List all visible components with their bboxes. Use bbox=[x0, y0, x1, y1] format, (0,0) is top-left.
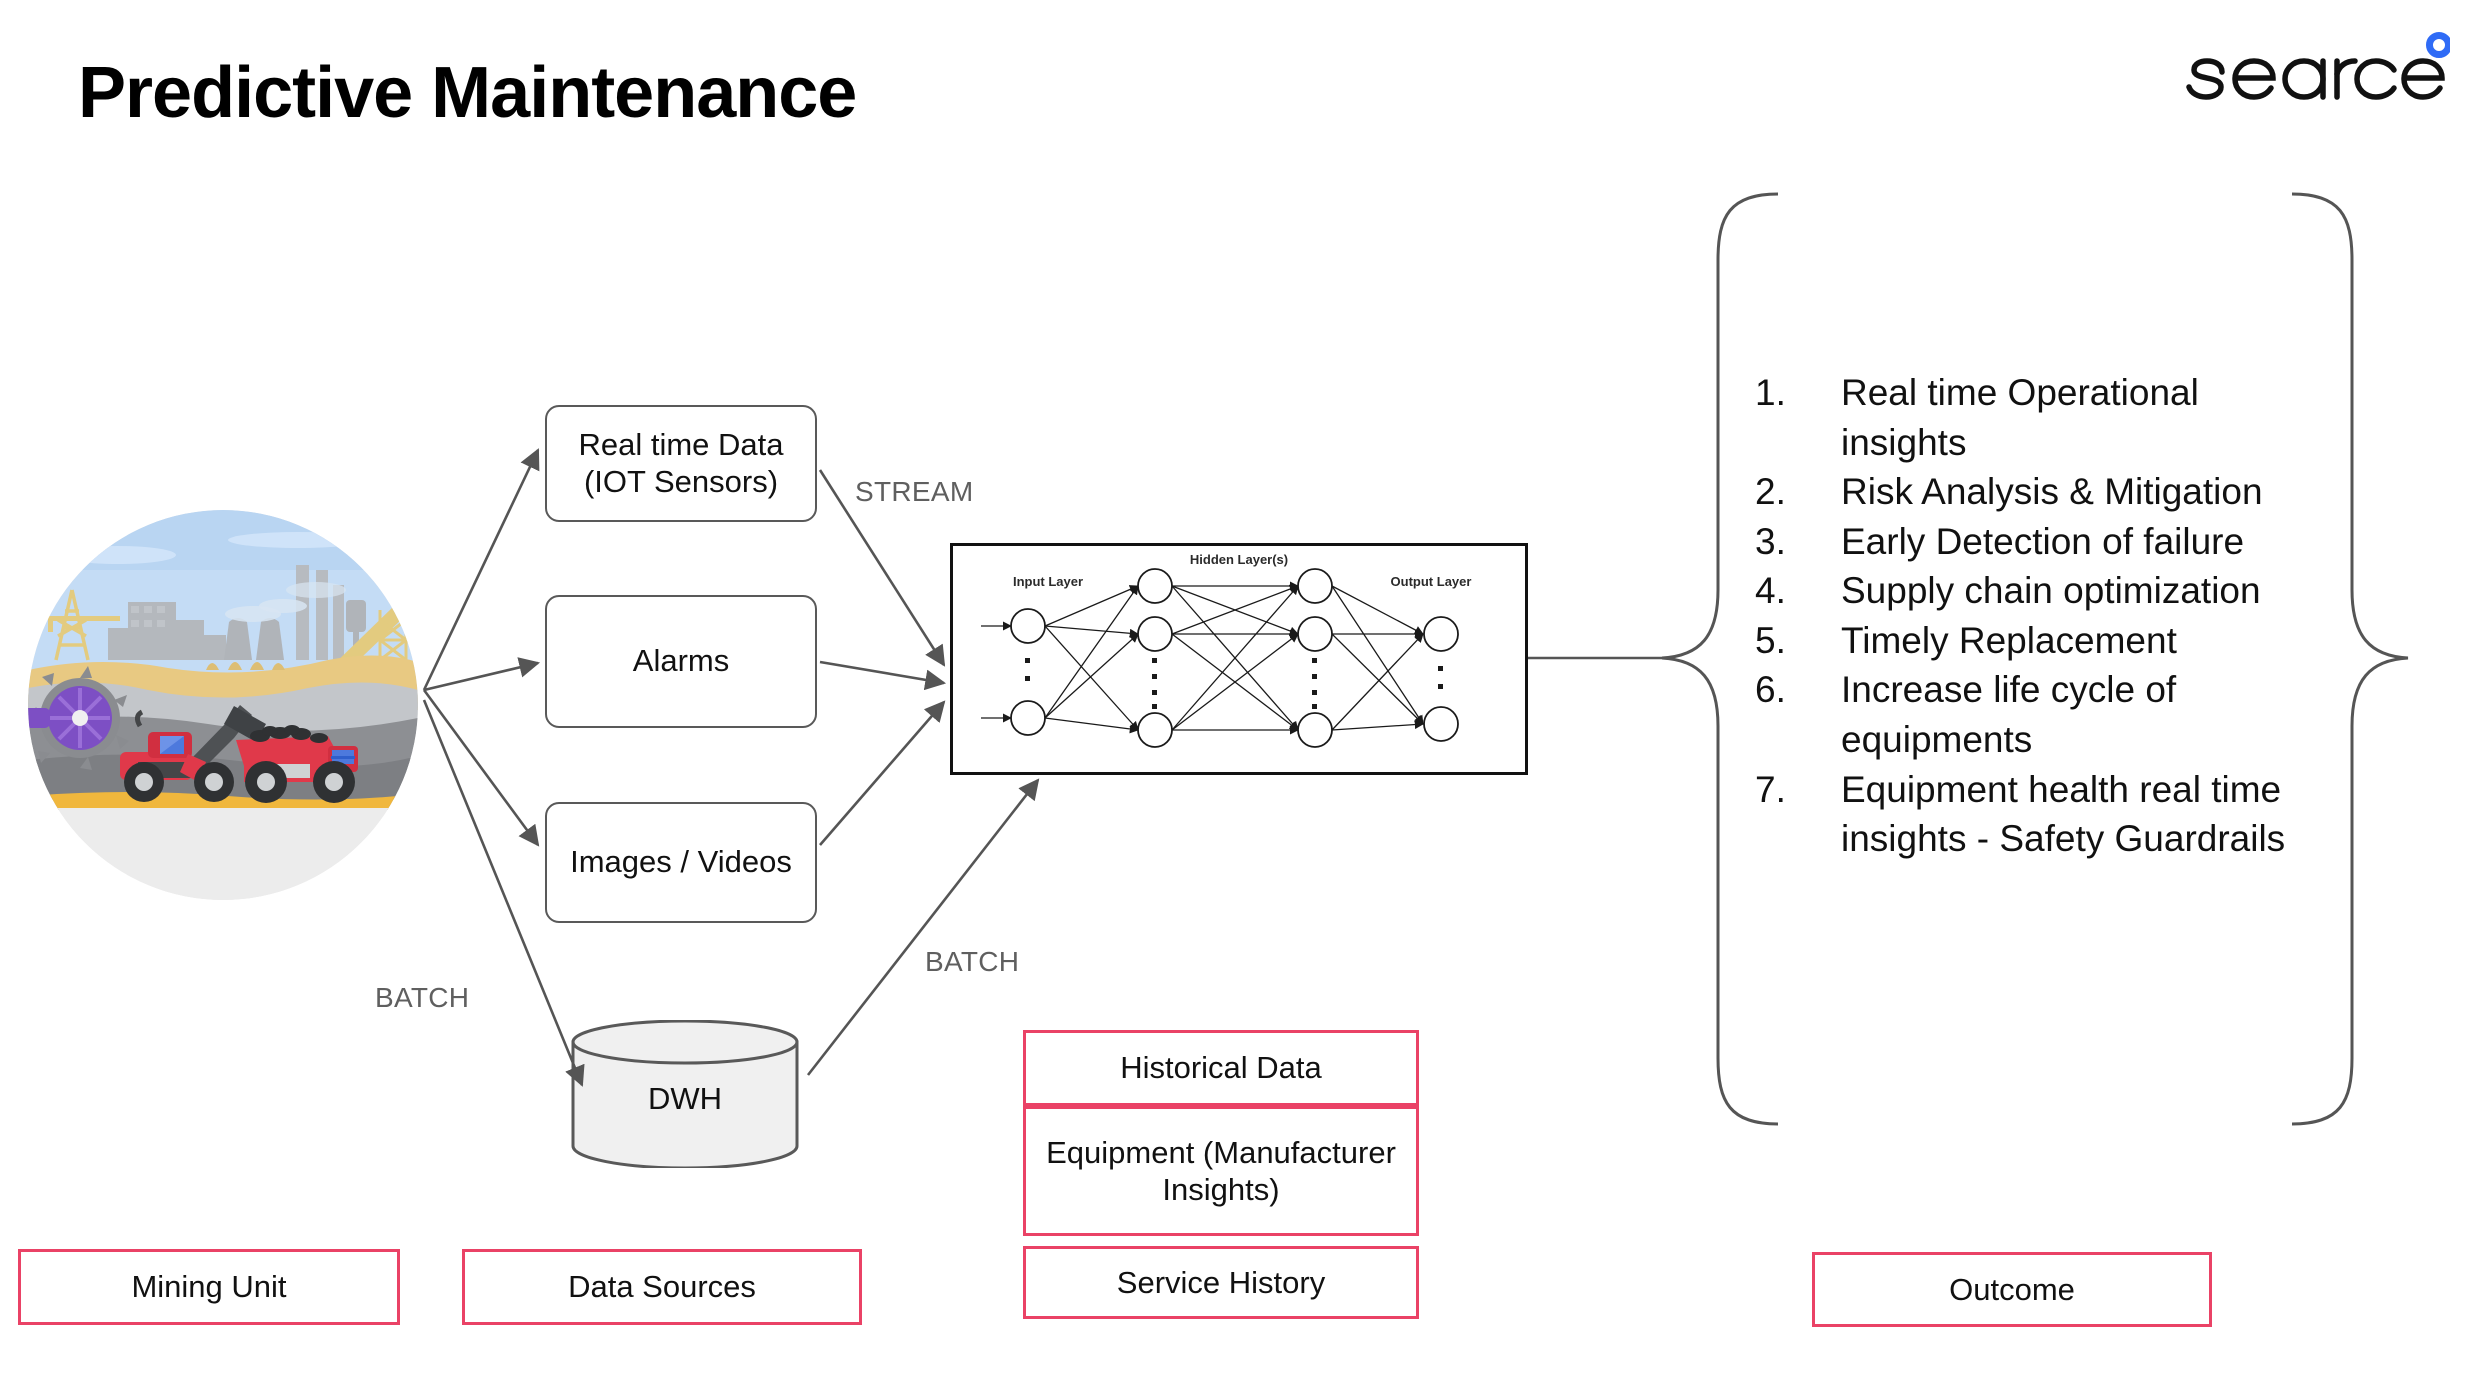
list-item-number: 1. bbox=[1755, 372, 1786, 413]
source-box-images-videos[interactable]: Images / Videos bbox=[545, 802, 817, 923]
source-box-real-time-data[interactable]: Real time Data (IOT Sensors) bbox=[545, 405, 817, 522]
legend-box-data-sources[interactable]: Data Sources bbox=[462, 1249, 862, 1325]
legend-box-mining-unit[interactable]: Mining Unit bbox=[18, 1249, 400, 1325]
list-item-number: 7. bbox=[1755, 768, 1786, 810]
list-item-text: Supply chain optimization bbox=[1841, 570, 2261, 612]
page-title: Predictive Maintenance bbox=[78, 53, 857, 133]
searce-logo bbox=[2180, 30, 2450, 110]
nn-hidden-layer-label: Hidden Layer(s) bbox=[1190, 552, 1288, 567]
neural-network-diagram: Input Layer Hidden Layer(s) Output Layer bbox=[950, 543, 1528, 775]
edge-label-stream: STREAM bbox=[855, 476, 974, 507]
dwh-label: DWH bbox=[647, 1081, 723, 1116]
list-item-text: Timely Replacement bbox=[1841, 619, 2177, 661]
list-item-text: Real time Operational insights bbox=[1841, 372, 2199, 463]
list-item-number: 6. bbox=[1755, 669, 1786, 711]
legend-box-historical-data[interactable]: Historical Data bbox=[1023, 1030, 1419, 1106]
list-item-number: 5. bbox=[1755, 619, 1786, 661]
list-item: 2. Risk Analysis & Mitigation bbox=[1755, 467, 2315, 517]
list-item-number: 3. bbox=[1755, 520, 1786, 562]
edge-label-batch-right: BATCH bbox=[925, 946, 1020, 977]
nn-output-layer-label: Output Layer bbox=[1391, 574, 1472, 589]
list-item-text: Equipment health real time insights - Sa… bbox=[1841, 768, 2286, 860]
mining-site-illustration bbox=[28, 510, 418, 900]
list-item: 1. Real time Operational insights bbox=[1755, 368, 2315, 467]
source-box-alarms[interactable]: Alarms bbox=[545, 595, 817, 728]
edge-label-batch-left: BATCH bbox=[375, 982, 470, 1013]
list-item: 6. Increase life cycle of equipments bbox=[1755, 665, 2315, 764]
dwh-cylinder[interactable] bbox=[570, 1020, 800, 1168]
outcome-brace-right bbox=[2290, 190, 2410, 1130]
legend-box-equipment[interactable]: Equipment (Manufacturer Insights) bbox=[1023, 1106, 1419, 1236]
list-item: 3. Early Detection of failure bbox=[1755, 517, 2315, 567]
list-item: 5. Timely Replacement bbox=[1755, 616, 2315, 666]
list-item-number: 4. bbox=[1755, 570, 1786, 612]
list-item-text: Increase life cycle of equipments bbox=[1841, 669, 2177, 761]
nn-input-layer-label: Input Layer bbox=[1013, 574, 1083, 589]
list-item-text: Risk Analysis & Mitigation bbox=[1841, 471, 2263, 513]
list-item-number: 2. bbox=[1755, 471, 1786, 513]
list-item: 4. Supply chain optimization bbox=[1755, 566, 2315, 616]
outcome-list: 1. Real time Operational insights 2. Ris… bbox=[1755, 368, 2315, 864]
list-item: 7. Equipment health real time insights -… bbox=[1755, 765, 2315, 864]
outcome-brace-left bbox=[1660, 190, 1780, 1130]
legend-box-service-history[interactable]: Service History bbox=[1023, 1246, 1419, 1319]
list-item-text: Early Detection of failure bbox=[1841, 520, 2245, 562]
legend-box-outcome[interactable]: Outcome bbox=[1812, 1252, 2212, 1327]
